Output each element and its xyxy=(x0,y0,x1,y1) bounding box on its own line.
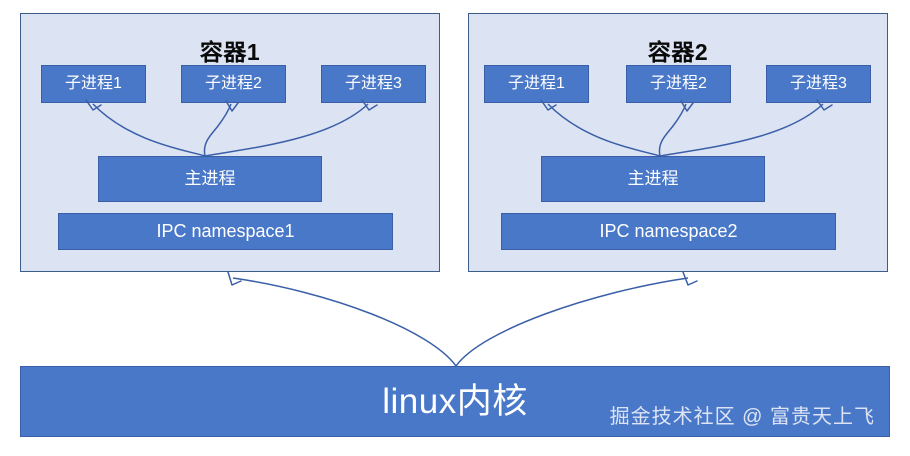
ipc-namespace-box-2: IPC namespace2 xyxy=(501,213,836,250)
child-process-box-1-1: 子进程1 xyxy=(41,65,146,103)
watermark-text: 掘金技术社区 @ 富贵天上飞 xyxy=(609,406,875,428)
child-process-box-2-2: 子进程2 xyxy=(626,65,731,103)
main-process-box-2: 主进程 xyxy=(541,156,765,202)
child-process-box-1-2: 子进程2 xyxy=(181,65,286,103)
child-process-box-1-3: 子进程3 xyxy=(321,65,426,103)
container-title-2: 容器2 xyxy=(647,39,709,65)
container-panel-1: 容器1 子进程1 子进程2 子进程3 主进程 IPC namespace1 xyxy=(20,13,440,272)
main-process-box-1: 主进程 xyxy=(98,156,322,202)
ipc-namespace-box-1: IPC namespace1 xyxy=(58,213,393,250)
child-process-box-2-1: 子进程1 xyxy=(484,65,589,103)
linux-kernel-box: linux内核 掘金技术社区 @ 富贵天上飞 xyxy=(20,366,890,437)
child-process-box-2-3: 子进程3 xyxy=(766,65,871,103)
arrow-kernel-to-container-1 xyxy=(227,271,457,367)
container-title-1: 容器1 xyxy=(199,39,261,65)
linux-kernel-label: linux内核 xyxy=(382,381,528,421)
container-panel-2: 容器2 子进程1 子进程2 子进程3 主进程 IPC namespace2 xyxy=(468,13,888,272)
arrow-kernel-to-container-2 xyxy=(455,271,698,367)
